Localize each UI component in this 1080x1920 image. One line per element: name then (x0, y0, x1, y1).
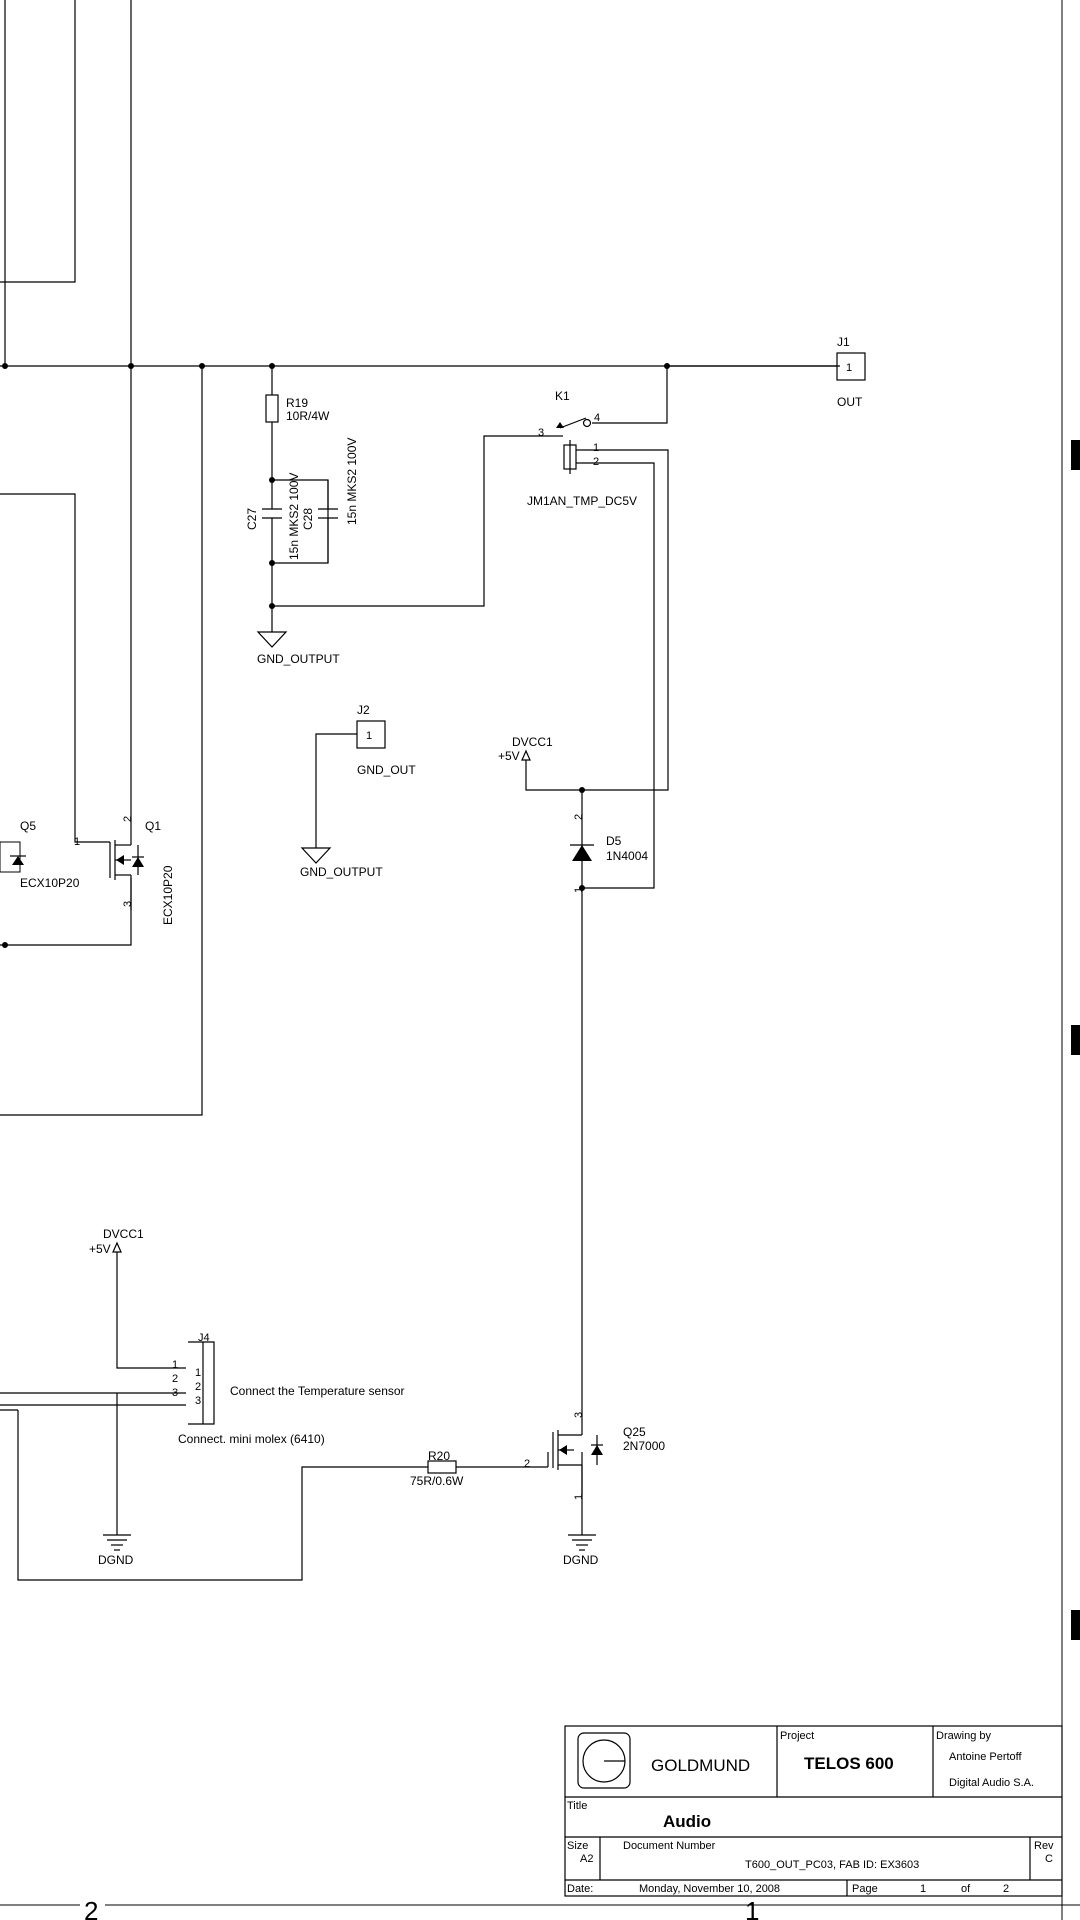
j4-pin2-inner: 2 (195, 1381, 201, 1393)
k1-ref: K1 (555, 389, 570, 403)
title-block: GOLDMUND Project TELOS 600 Drawing by An… (564, 1725, 1063, 1897)
rev-label: Rev (1034, 1840, 1054, 1852)
dvcc1-bottom-voltage: +5V (89, 1242, 111, 1256)
junctions (2, 363, 670, 948)
k1-pin4: 4 (594, 412, 600, 424)
docnum-value: T600_OUT_PC03, FAB ID: EX3603 (745, 1859, 919, 1871)
j4-pin3-outer: 3 (172, 1387, 178, 1399)
capacitor-c27[interactable]: C27 15n MKS2 100V (245, 473, 301, 560)
j4-pin1-inner: 1 (195, 1367, 201, 1379)
gnd-output-symbol-1: GND_OUTPUT (256, 631, 340, 666)
date-label: Date: (567, 1883, 593, 1895)
diode-d5[interactable]: D5 1N4004 2 1 (570, 814, 648, 893)
k1-pin2: 2 (593, 456, 599, 468)
q5-part: ECX10P20 (20, 876, 80, 890)
q1-part: ECX10P20 (161, 865, 175, 925)
j4-pin1-outer: 1 (172, 1359, 178, 1371)
r20-ref: R20 (428, 1449, 450, 1463)
k1-pin1: 1 (593, 442, 599, 454)
j2-label: GND_OUT (357, 763, 416, 777)
q1-pin2: 2 (122, 816, 134, 822)
goldmund-logo (577, 1732, 631, 1789)
power-dvcc1-bottom: DVCC1 +5V (89, 1227, 144, 1256)
resistor-r19[interactable]: R19 10R/4W (265, 394, 330, 423)
title-label: Title (567, 1800, 587, 1812)
project-name: TELOS 600 (804, 1754, 894, 1773)
size-value: A2 (580, 1853, 593, 1865)
q25-ref: Q25 (623, 1425, 646, 1439)
q1-pin1: 1 (74, 836, 80, 848)
drawing-title: Audio (663, 1812, 711, 1831)
q5-ref: Q5 (20, 819, 36, 833)
mosfet-q25[interactable]: Q25 2N7000 3 2 1 (524, 1400, 665, 1500)
page-label: Page (852, 1883, 878, 1895)
connector-j2[interactable]: J2 1 GND_OUT (356, 703, 416, 777)
j2-pin: 1 (366, 730, 372, 742)
project-label: Project (780, 1730, 814, 1742)
dvcc1-top-name: DVCC1 (512, 735, 553, 749)
power-dvcc1-top: DVCC1 +5V (498, 735, 553, 763)
k1-pin3: 3 (538, 427, 544, 439)
q25-part: 2N7000 (623, 1439, 665, 1453)
j1-pin: 1 (846, 362, 852, 374)
zone-label-2: 2 (84, 1896, 98, 1920)
dgnd-symbol-right: DGND (563, 1534, 599, 1567)
q1-pin3: 3 (122, 901, 134, 907)
zone-label-1: 1 (745, 1896, 759, 1920)
j4-label: Connect. mini molex (6410) (178, 1432, 325, 1446)
d5-pin2: 2 (573, 814, 585, 820)
wires (0, 0, 840, 1581)
mosfet-q5[interactable]: Q5 ECX10P20 (0, 819, 80, 890)
dvcc1-bottom-name: DVCC1 (103, 1227, 144, 1241)
r19-ref: R19 (286, 396, 308, 410)
drawing-organization: Digital Audio S.A. (949, 1777, 1034, 1789)
relay-k1[interactable]: K1 3 4 1 2 JM1AN_TMP_DC5V (527, 389, 637, 508)
gnd-output-label-2: GND_OUTPUT (300, 865, 383, 879)
c27-value: 15n MKS2 100V (287, 473, 301, 560)
q25-pin1: 1 (573, 1494, 585, 1500)
j1-label: OUT (837, 395, 863, 409)
connector-j4[interactable]: J4 1 2 3 1 2 3 Connect the Temperature s… (172, 1332, 405, 1446)
dgnd-label-right: DGND (563, 1553, 599, 1567)
of-label: of (961, 1883, 971, 1895)
d5-ref: D5 (606, 834, 622, 848)
d5-pin1: 1 (573, 887, 585, 893)
k1-part: JM1AN_TMP_DC5V (527, 494, 637, 508)
size-label: Size (567, 1840, 588, 1852)
j1-ref: J1 (837, 335, 850, 349)
company-name: GOLDMUND (651, 1756, 750, 1775)
j4-ref: J4 (198, 1332, 210, 1344)
resistor-r20[interactable]: R20 75R/0.6W (410, 1449, 464, 1488)
gnd-output-symbol-2: GND_OUTPUT (300, 847, 383, 879)
j2-ref: J2 (357, 703, 370, 717)
drawing-by-label: Drawing by (936, 1730, 992, 1742)
q25-pin2: 2 (524, 1458, 530, 1470)
connector-j1[interactable]: J1 1 OUT (667, 335, 866, 409)
page-number: 1 (920, 1883, 926, 1895)
date-value: Monday, November 10, 2008 (639, 1883, 780, 1895)
mosfet-q1[interactable]: Q1 1 2 3 ECX10P20 (74, 816, 175, 925)
q1-ref: Q1 (145, 819, 161, 833)
dgnd-symbol-left: DGND (98, 1534, 134, 1567)
dgnd-label-left: DGND (98, 1553, 134, 1567)
r19-value: 10R/4W (286, 409, 330, 423)
r20-value: 75R/0.6W (410, 1474, 464, 1488)
j4-pin3-inner: 3 (195, 1395, 201, 1407)
q25-pin3: 3 (573, 1412, 585, 1418)
dvcc1-top-voltage: +5V (498, 749, 520, 763)
capacitor-c28[interactable]: C28 15n MKS2 100V (301, 438, 359, 530)
d5-part: 1N4004 (606, 849, 648, 863)
gnd-output-label-1: GND_OUTPUT (257, 652, 340, 666)
j4-pin2-outer: 2 (172, 1373, 178, 1385)
j4-note: Connect the Temperature sensor (230, 1384, 405, 1398)
c28-value: 15n MKS2 100V (345, 438, 359, 525)
c28-ref: C28 (301, 508, 315, 530)
drawing-author: Antoine Pertoff (949, 1751, 1023, 1763)
rev-value: C (1045, 1853, 1053, 1865)
docnum-label: Document Number (623, 1840, 716, 1852)
c27-ref: C27 (245, 508, 259, 530)
page-count: 2 (1003, 1883, 1009, 1895)
